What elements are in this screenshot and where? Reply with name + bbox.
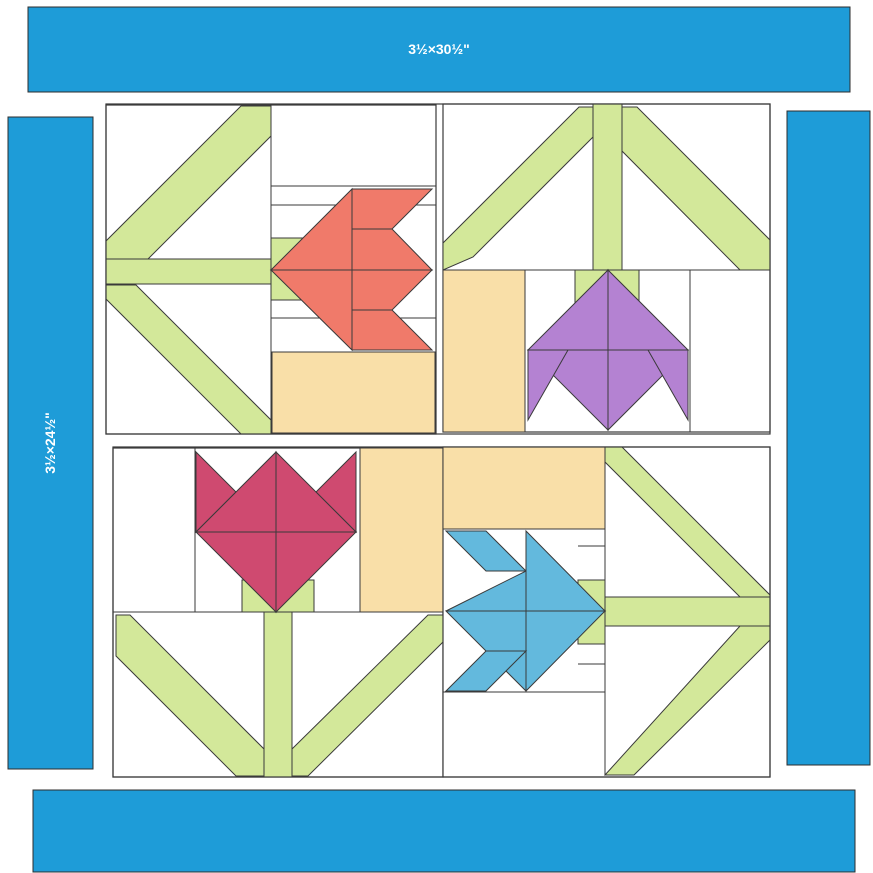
- blue-tulip-block: [443, 447, 770, 777]
- stem-piece: [106, 259, 272, 284]
- pot-piece: [360, 448, 443, 612]
- top-border-strip: 3½×30½": [28, 7, 850, 92]
- bottom-border: [33, 790, 855, 872]
- left-border-strip: 3½×24½": [8, 117, 93, 769]
- pot-piece: [443, 447, 605, 529]
- left-border-size-label: 3½×24½": [42, 412, 58, 474]
- top-border-size-label: 3½×30½": [408, 41, 470, 57]
- stem-piece: [605, 597, 770, 626]
- pot-piece: [443, 270, 525, 432]
- rose-tulip-block: [113, 448, 443, 777]
- coral-tulip-block: [106, 105, 436, 434]
- right-border: [787, 111, 870, 765]
- pot-piece: [272, 352, 435, 433]
- stem-piece: [264, 612, 292, 777]
- purple-tulip-block: [443, 104, 770, 432]
- stem-piece: [593, 104, 622, 270]
